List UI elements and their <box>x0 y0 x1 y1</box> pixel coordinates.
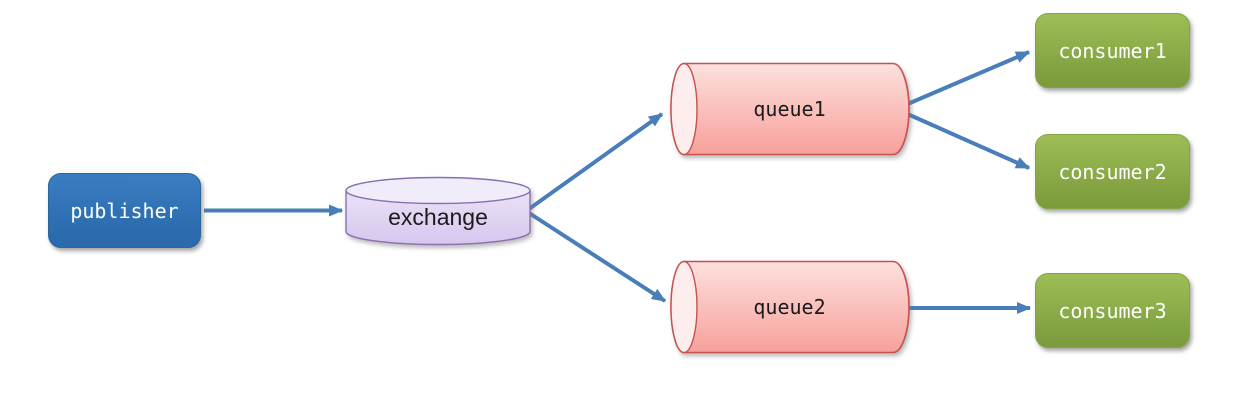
node-queue1: queue1 <box>669 62 910 156</box>
edge-queue1-consumer1 <box>902 50 1031 108</box>
node-publisher: publisher <box>48 173 201 248</box>
edge-exchange-queue2 <box>527 211 667 303</box>
node-queue2: queue2 <box>669 260 910 354</box>
node-consumer1: consumer1 <box>1035 13 1190 88</box>
queue1-label: queue1 <box>753 97 826 121</box>
exchange-label: exchange <box>388 203 488 230</box>
exchange-cylinder-shape <box>345 176 531 246</box>
queue2-cylinder-shape <box>670 260 910 354</box>
edge-queue1-consumer2 <box>902 110 1031 170</box>
consumer3-label: consumer3 <box>1058 298 1167 323</box>
consumer2-label: consumer2 <box>1058 159 1167 184</box>
node-consumer3: consumer3 <box>1035 273 1190 348</box>
exchange-cylinder-top <box>345 176 531 205</box>
exchange-cylinder-body <box>345 190 531 246</box>
queue1-cylinder-cap <box>670 62 698 156</box>
node-consumer2: consumer2 <box>1035 134 1190 209</box>
queue2-cylinder-cap <box>670 260 698 354</box>
node-exchange: exchange <box>344 176 532 246</box>
consumer1-label: consumer1 <box>1058 38 1167 63</box>
edge-exchange-queue1 <box>527 112 664 211</box>
queue2-label: queue2 <box>753 295 826 319</box>
publisher-label: publisher <box>70 198 179 223</box>
queue1-cylinder-shape <box>670 62 910 156</box>
